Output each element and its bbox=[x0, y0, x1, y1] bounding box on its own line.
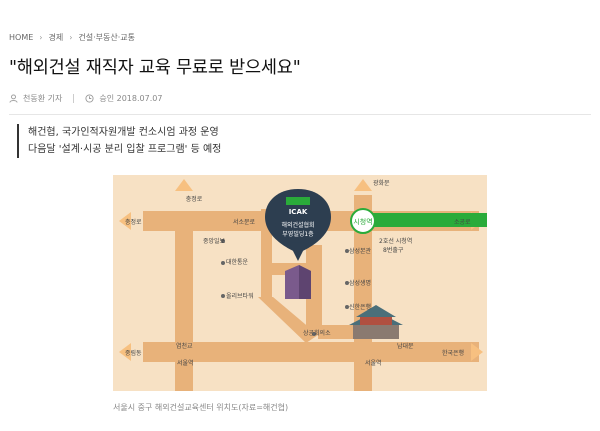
building-name-1: 해외건설협회 bbox=[281, 221, 314, 229]
map-label: 충정로 bbox=[125, 218, 142, 226]
map-label: 염천교 bbox=[176, 342, 193, 350]
author-name: 천동환 기자 bbox=[23, 94, 63, 103]
map-label: 삼성생명 bbox=[349, 279, 371, 287]
user-icon bbox=[9, 94, 18, 103]
map-label: 삼성본관 bbox=[349, 247, 372, 255]
summary-line: 해건협, 국가인적자원개발 컨소시엄 과정 운영 bbox=[28, 127, 219, 138]
landmark-dots bbox=[221, 239, 349, 336]
clock-icon bbox=[85, 94, 94, 103]
article-summary: 해건협, 국가인적자원개발 컨소시엄 과정 운영 다음달 '설계·시공 분리 입… bbox=[17, 124, 221, 158]
building-marker: ICAK 해외건설협회 부영빌딩1층 bbox=[265, 189, 331, 261]
meta-divider bbox=[73, 94, 75, 103]
map-label: 중앙일보 bbox=[203, 237, 226, 245]
map-label: 서울역 bbox=[365, 359, 382, 367]
map-label: 8번출구 bbox=[383, 246, 404, 254]
breadcrumb-section[interactable]: 경제 bbox=[48, 33, 64, 42]
map-label: 올리브타워 bbox=[226, 292, 254, 300]
map-label: 상공회의소 bbox=[303, 329, 331, 337]
map-label: 서소문로 bbox=[233, 218, 256, 226]
namdaemun-gate-icon bbox=[349, 305, 403, 339]
map-label: 2호선 시청역 bbox=[379, 237, 412, 245]
map-label: 남대문 bbox=[397, 342, 414, 350]
chevron-right-icon: › bbox=[39, 33, 43, 42]
map-label: 한국은행 bbox=[442, 349, 464, 357]
green-line bbox=[355, 213, 487, 227]
map-label: 신한은행 bbox=[349, 303, 371, 311]
map-label: 충정로 bbox=[186, 195, 203, 203]
breadcrumb-subsection[interactable]: 건설·부동산·교통 bbox=[78, 33, 136, 42]
map-label: 서울역 bbox=[177, 359, 194, 367]
station-badge-circle bbox=[350, 208, 376, 234]
breadcrumb-home[interactable]: HOME bbox=[9, 33, 34, 42]
summary-line: 다음달 '설계·시공 분리 입찰 프로그램' 등 예정 bbox=[28, 144, 222, 155]
map-label: 중림동 bbox=[125, 349, 142, 357]
article-meta: 천동환 기자 승인 2018.07.07 bbox=[9, 93, 162, 104]
map-caption: 서울시 중구 해외건설교육센터 위치도(자료=해건협) bbox=[113, 403, 289, 412]
building-name-2: 부영빌딩1층 bbox=[282, 230, 314, 238]
map-label: 광화문 bbox=[373, 180, 390, 187]
breadcrumb: HOME › 경제 › 건설·부동산·교통 bbox=[9, 32, 135, 43]
map-label: 소공로 bbox=[454, 219, 471, 226]
approval-date: 승인 2018.07.07 bbox=[99, 94, 163, 103]
chevron-right-icon: › bbox=[69, 33, 73, 42]
map-label: 대한통운 bbox=[226, 258, 249, 266]
building-logo: ICAK bbox=[289, 208, 308, 216]
location-map: 시청역 ICAK 해외건설협회 부영빌딩1층 bbox=[113, 175, 487, 391]
building-icon bbox=[285, 265, 311, 299]
station-badge: 시청역 bbox=[353, 217, 372, 226]
article-title: "해외건설 재직자 교육 무료로 받으세요" bbox=[9, 58, 301, 78]
divider-line bbox=[9, 114, 591, 115]
